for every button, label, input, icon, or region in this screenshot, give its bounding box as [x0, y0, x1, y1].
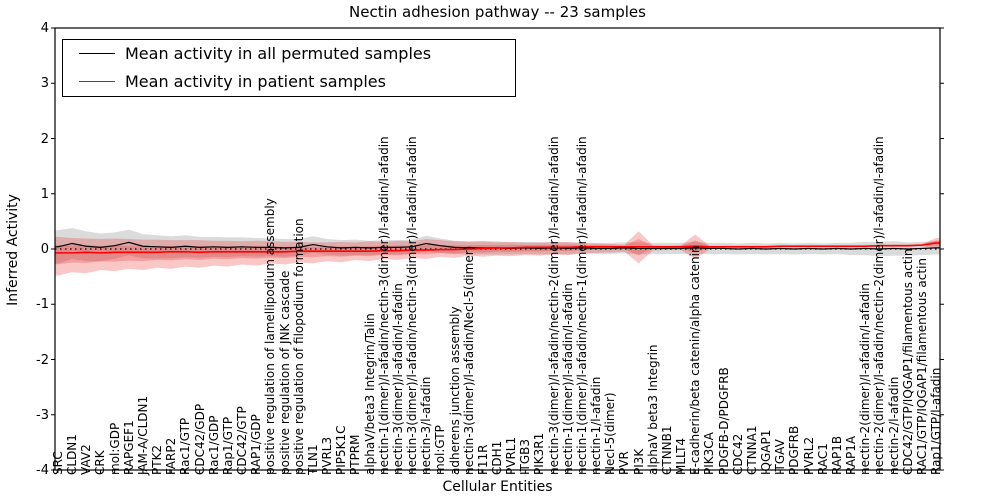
x-tick-label: PIP5K1C — [334, 425, 349, 475]
x-tick-label: positive regulation of JNK cascade — [277, 270, 292, 475]
x-tick-label: PTPRM — [348, 434, 363, 476]
x-tick-label: RAPGEF1 — [121, 420, 136, 475]
x-tick-label: MLLT4 — [674, 437, 689, 475]
x-tick-label: PI3K — [631, 448, 646, 475]
x-tick-label: nectin-1(dimer)/l-afadin/nectin-3(dimer)… — [376, 136, 391, 475]
x-tick-label: RAP1/GDP — [249, 414, 264, 475]
x-tick-label: RAC1 — [815, 443, 830, 475]
x-tick-label: CDC42/GDP — [192, 403, 207, 475]
y-tick-label: 2 — [40, 131, 49, 147]
patient-mean-line — [55, 242, 940, 254]
patient-band-outer — [55, 231, 940, 276]
x-tick-label: mol:GTP — [433, 425, 448, 475]
x-tick-label: PTK2 — [150, 444, 165, 475]
x-tick-label: PIK3R1 — [532, 432, 547, 475]
x-tick-label: PVR — [617, 451, 632, 475]
x-tick-label: alphaV beta3 Integrin — [645, 344, 660, 475]
x-tick-label: PVRL2 — [801, 436, 816, 475]
patient-line-swatch — [79, 81, 115, 82]
x-tick-label: PDGFB-D/PDGFRB — [716, 367, 731, 475]
x-tick-label: TLN1 — [305, 444, 320, 475]
x-tick-label: Rap1/GTP/l-afadin — [929, 367, 943, 475]
x-tick-label: RAC1/GTP/IQGAP1/filamentous actin — [914, 257, 929, 475]
x-tick-label: nectin-1(dimer)/l-afadin/nectin-1(dimer)… — [574, 136, 589, 475]
x-tick-label: PVRL3 — [320, 436, 335, 475]
legend-entry-patient: Mean activity in patient samples — [63, 68, 515, 96]
y-tick-label: 1 — [40, 186, 49, 202]
x-tick-label: nectin-2(dimer)/l-afadin/l-afadin — [858, 283, 873, 475]
y-tick-label: 3 — [40, 76, 49, 92]
y-tick-label: 4 — [40, 21, 49, 36]
chart-title: Nectin adhesion pathway -- 23 samples — [349, 3, 646, 21]
x-tick-label: nectin-1/l-afadin — [589, 376, 604, 475]
x-tick-label: Rac1/GTP — [178, 417, 193, 475]
x-tick-label: CDH1 — [490, 440, 504, 475]
x-tick-label: F11R — [475, 444, 490, 475]
y-tick-label: -3 — [36, 407, 49, 423]
x-tick-label: nectin-3(dimer)/l-afadin/nectin-3(dimer)… — [405, 136, 420, 475]
x-tick-label: positive regulation of lamellipodium ass… — [263, 198, 278, 475]
x-tick-label: nectin-3(dimer)/l-afadin/nectin-2(dimer)… — [546, 136, 561, 475]
x-tick-label: PDGFRB — [787, 425, 802, 475]
x-tick-label: VAV2 — [79, 444, 94, 475]
y-tick-label: -1 — [36, 297, 49, 313]
x-tick-label: FARP2 — [164, 437, 179, 475]
permuted-line-swatch — [79, 53, 115, 54]
y-tick-label: 0 — [40, 242, 49, 257]
x-tick-label: CDC42/GTP — [235, 406, 250, 475]
legend-label: Mean activity in patient samples — [125, 72, 386, 91]
x-tick-label: CDC42 — [730, 433, 745, 475]
x-tick-label: CRK — [93, 450, 108, 475]
x-tick-label: E-cadherin/beta catenin/alpha catenin — [688, 245, 703, 475]
x-tick-label: Rac1/GDP — [206, 415, 221, 475]
legend: Mean activity in all permuted samples Me… — [62, 39, 516, 97]
x-tick-label: nectin-3(dimer)/l-afadin/Necl-5(dimer) — [461, 245, 476, 475]
x-tick-label: PVRL1 — [504, 436, 519, 475]
x-tick-label: IQGAP1 — [759, 429, 774, 475]
x-tick-label: nectin-3(dimer)/l-afadin/l-afadin — [390, 283, 405, 475]
x-tick-label: alphaV/beta3 Integrin/Talin — [362, 313, 377, 475]
x-tick-label: CTNNA1 — [744, 425, 759, 475]
permuted-band — [55, 228, 940, 264]
legend-label: Mean activity in all permuted samples — [125, 44, 432, 63]
x-tick-label: nectin-3/l-afadin — [419, 376, 434, 475]
x-tick-label: nectin-2(dimer)/l-afadin/nectin-2(dimer)… — [872, 136, 887, 475]
y-tick-label: -2 — [36, 352, 49, 368]
x-tick-label: adherens junction assembly — [447, 306, 462, 475]
legend-entry-permuted: Mean activity in all permuted samples — [63, 40, 515, 68]
x-tick-label: Rap1/GTP — [220, 416, 235, 475]
x-tick-label: CDC42/GTP/IQGAP1/filamentous actin — [900, 248, 915, 475]
x-axis-label: Cellular Entities — [442, 479, 553, 495]
x-tick-label: CTNNB1 — [659, 425, 674, 475]
x-tick-label: PIK3CA — [702, 432, 717, 475]
x-tick-label: nectin-1(dimer)/l-afadin/l-afadin — [560, 283, 575, 475]
y-tick-label: -4 — [36, 463, 49, 478]
x-tick-label: positive regulation of filopodium format… — [291, 218, 306, 475]
x-tick-label: SRC — [51, 451, 65, 475]
x-tick-label: ITGAV — [773, 439, 788, 475]
x-tick-label: JAM-A/CLDN1 — [135, 395, 150, 475]
x-tick-label: Necl-5(dimer) — [603, 392, 618, 475]
x-tick-label: nectin-2/l-afadin — [886, 376, 901, 475]
x-tick-label: RAP1B — [829, 435, 844, 475]
x-tick-label: ITGB3 — [518, 438, 533, 475]
x-tick-label: RAP1A — [844, 435, 859, 475]
x-tick-label: mol:GDP — [107, 422, 122, 475]
x-tick-label: CLDN1 — [65, 434, 80, 475]
patient-band-inner — [55, 239, 940, 265]
